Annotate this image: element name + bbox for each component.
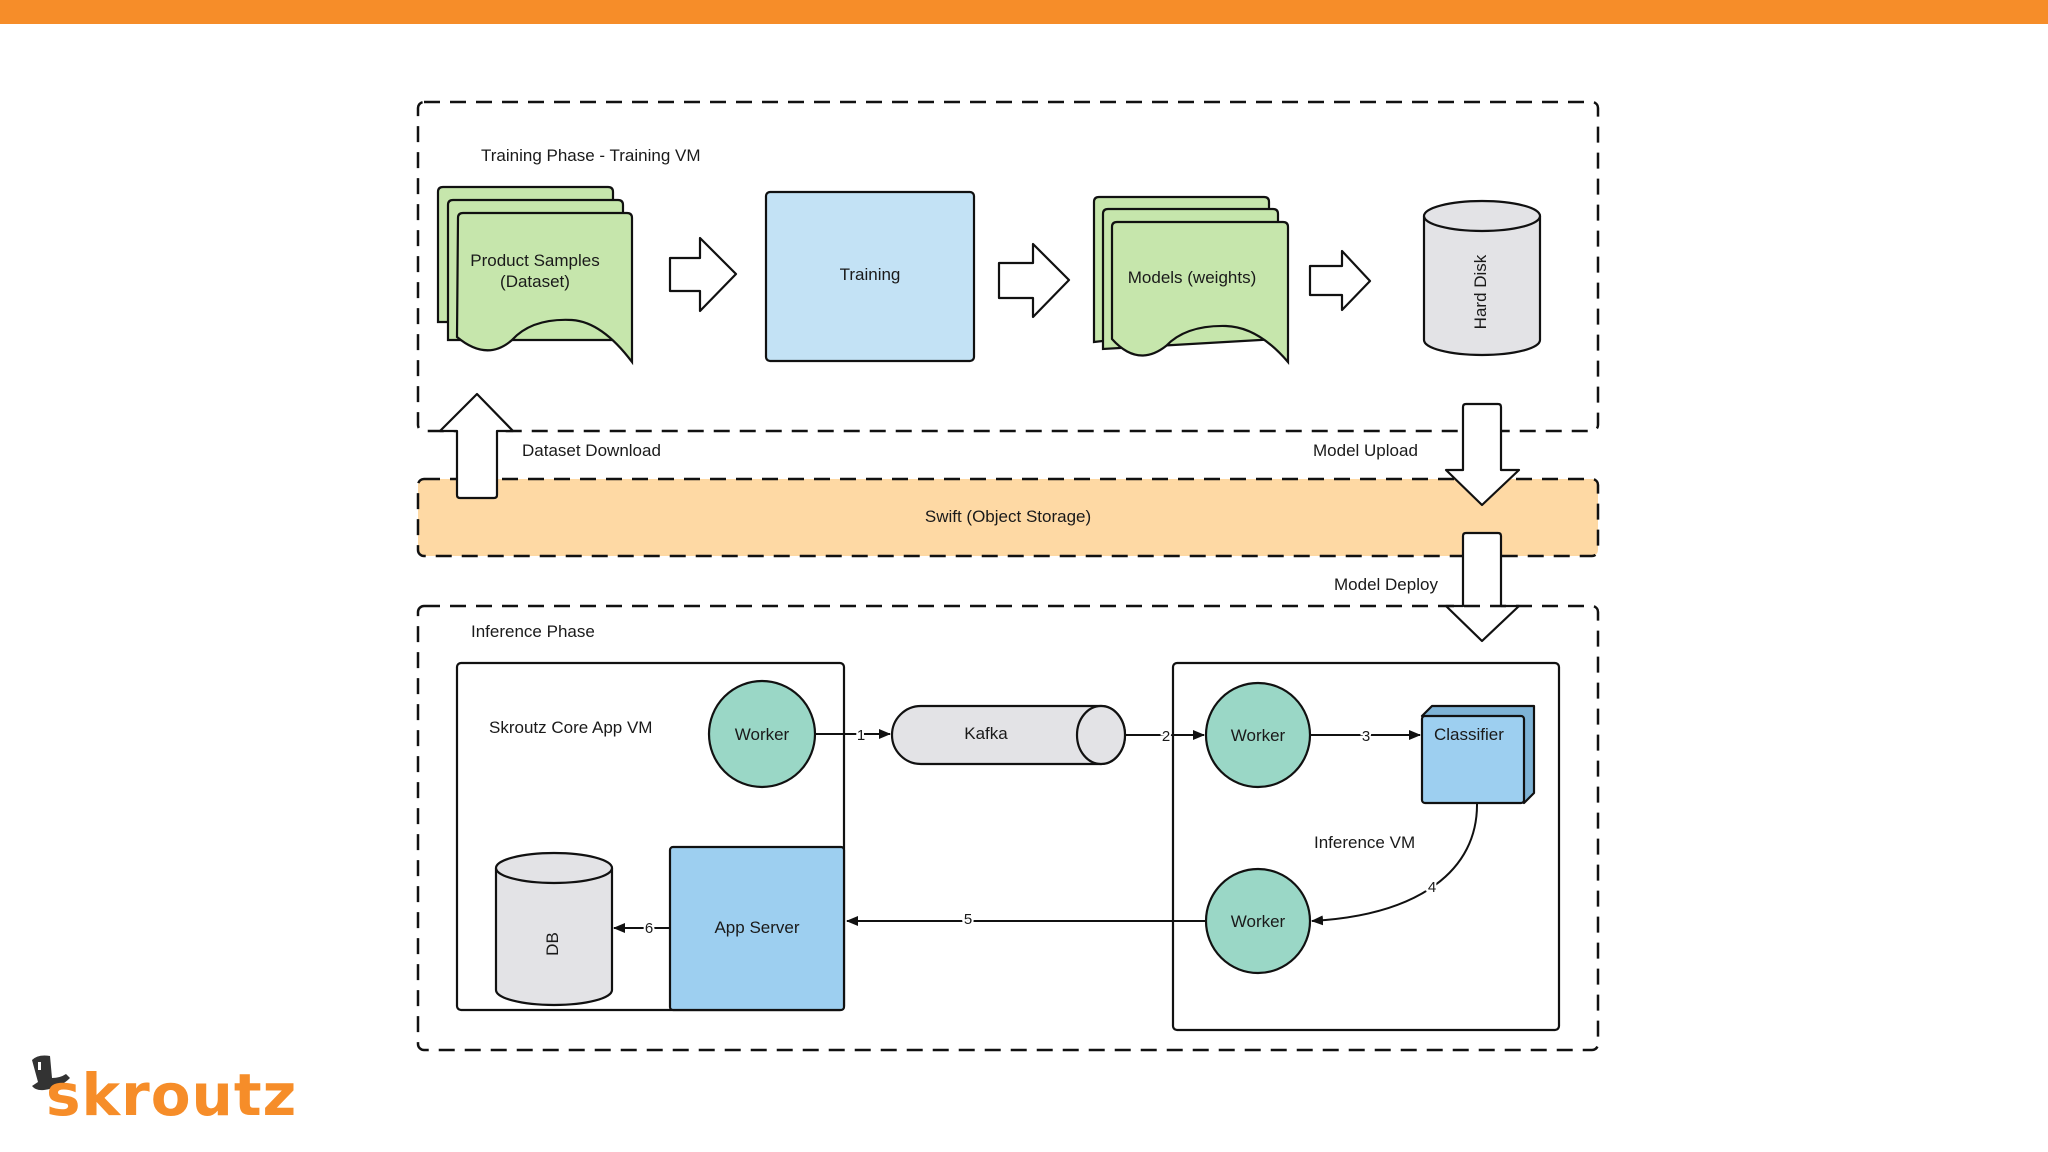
connector-4 bbox=[1311, 802, 1479, 926]
core-app-vm-label: Skroutz Core App VM bbox=[489, 718, 652, 737]
model-upload-label: Model Upload bbox=[1313, 441, 1418, 460]
step-4-label: 4 bbox=[1428, 879, 1436, 896]
step-5-label: 5 bbox=[964, 911, 972, 928]
swift-label: Swift (Object Storage) bbox=[925, 507, 1091, 526]
training-phase-title: Training Phase - Training VM bbox=[481, 146, 701, 165]
classifier-label: Classifier bbox=[1434, 725, 1504, 744]
app-server-label: App Server bbox=[714, 918, 799, 937]
inference-phase-title: Inference Phase bbox=[471, 622, 595, 641]
models-label: Models (weights) bbox=[1128, 268, 1257, 287]
dataset-label-line2: (Dataset) bbox=[500, 272, 570, 291]
dataset-download-label: Dataset Download bbox=[522, 441, 661, 460]
core-worker-label: Worker bbox=[735, 725, 790, 744]
training-box[interactable]: Training bbox=[764, 190, 976, 363]
dataset-document-stack[interactable]: Product Samples (Dataset) bbox=[436, 185, 634, 366]
model-deploy-label: Model Deploy bbox=[1334, 575, 1438, 594]
step-3-label: 3 bbox=[1362, 728, 1370, 745]
app-server-box[interactable]: App Server bbox=[668, 845, 846, 1012]
hard-disk-cylinder[interactable]: Hard Disk bbox=[1422, 199, 1542, 357]
dataset-label-line1: Product Samples bbox=[470, 251, 599, 270]
top-accent-bar bbox=[0, 0, 2048, 24]
step-6-label: 6 bbox=[645, 920, 653, 937]
flow-arrow-models-to-disk bbox=[1308, 249, 1372, 312]
flow-arrow-dataset-to-training bbox=[668, 236, 738, 313]
logo-wordmark: skroutz bbox=[46, 1061, 298, 1129]
step-2-label: 2 bbox=[1162, 728, 1170, 745]
step-1-label: 1 bbox=[857, 727, 865, 744]
inference-worker-consumer-label: Worker bbox=[1231, 726, 1286, 745]
hard-disk-label: Hard Disk bbox=[1471, 254, 1490, 329]
inference-worker-producer[interactable]: Worker bbox=[1204, 867, 1312, 975]
inference-worker-producer-label: Worker bbox=[1231, 912, 1286, 931]
models-document-stack[interactable]: Models (weights) bbox=[1092, 195, 1290, 365]
dataset-download-arrow bbox=[438, 392, 515, 500]
db-cylinder[interactable]: DB bbox=[494, 851, 614, 1007]
flow-arrow-training-to-models bbox=[997, 242, 1071, 319]
inference-worker-consumer[interactable]: Worker bbox=[1204, 681, 1312, 789]
model-upload-arrow bbox=[1444, 402, 1521, 507]
kafka-queue[interactable]: Kafka bbox=[890, 704, 1127, 766]
skroutz-logo: skroutz bbox=[26, 1052, 306, 1132]
core-worker-node[interactable]: Worker bbox=[707, 679, 817, 789]
model-deploy-arrow bbox=[1444, 531, 1521, 643]
kafka-label: Kafka bbox=[964, 724, 1008, 743]
swift-object-storage[interactable]: Swift (Object Storage) bbox=[416, 477, 1600, 558]
db-label: DB bbox=[543, 932, 562, 956]
inference-vm-label: Inference VM bbox=[1314, 833, 1415, 852]
top-hat-icon bbox=[32, 1055, 70, 1091]
inference-phase-container bbox=[416, 604, 1600, 1052]
classifier-box[interactable]: Classifier bbox=[1420, 704, 1536, 805]
training-phase-container bbox=[416, 100, 1600, 433]
training-label: Training bbox=[840, 265, 901, 284]
